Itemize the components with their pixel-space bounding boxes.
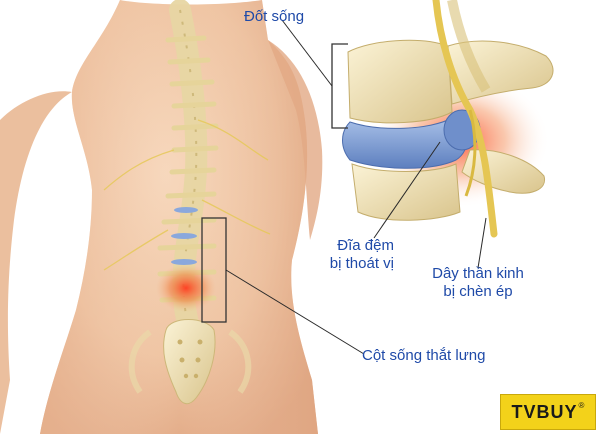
label-herniated-disc-line1: Đĩa đệm: [337, 237, 394, 254]
leader-disc: [373, 141, 441, 239]
label-herniated-disc: Đĩa đệm bị thoát vị: [318, 237, 394, 273]
label-compressed-nerve: Dây thần kinh bị chèn ép: [418, 265, 538, 301]
torso: [0, 0, 323, 434]
registered-mark: ®: [578, 400, 585, 410]
label-compressed-nerve-line1: Dây thần kinh: [432, 265, 524, 282]
label-vertebra: Đốt sống: [244, 8, 305, 25]
spinal-column: [103, 0, 271, 405]
tvbuy-logo-text: TVBUY: [511, 401, 578, 422]
tvbuy-logo-badge: TVBUY ®: [500, 394, 596, 430]
label-lumbar-spine: Cột sống thắt lưng: [362, 347, 486, 364]
leader-vertebra: [281, 19, 333, 87]
label-compressed-nerve-line2: bị chèn ép: [443, 283, 513, 300]
label-herniated-disc-line2: bị thoát vị: [329, 255, 394, 272]
zoomed-vertebrae: [342, 0, 554, 238]
vertebra-bracket: [331, 43, 348, 129]
leader-nerve: [477, 217, 487, 269]
leader-lumbar: [225, 269, 365, 355]
